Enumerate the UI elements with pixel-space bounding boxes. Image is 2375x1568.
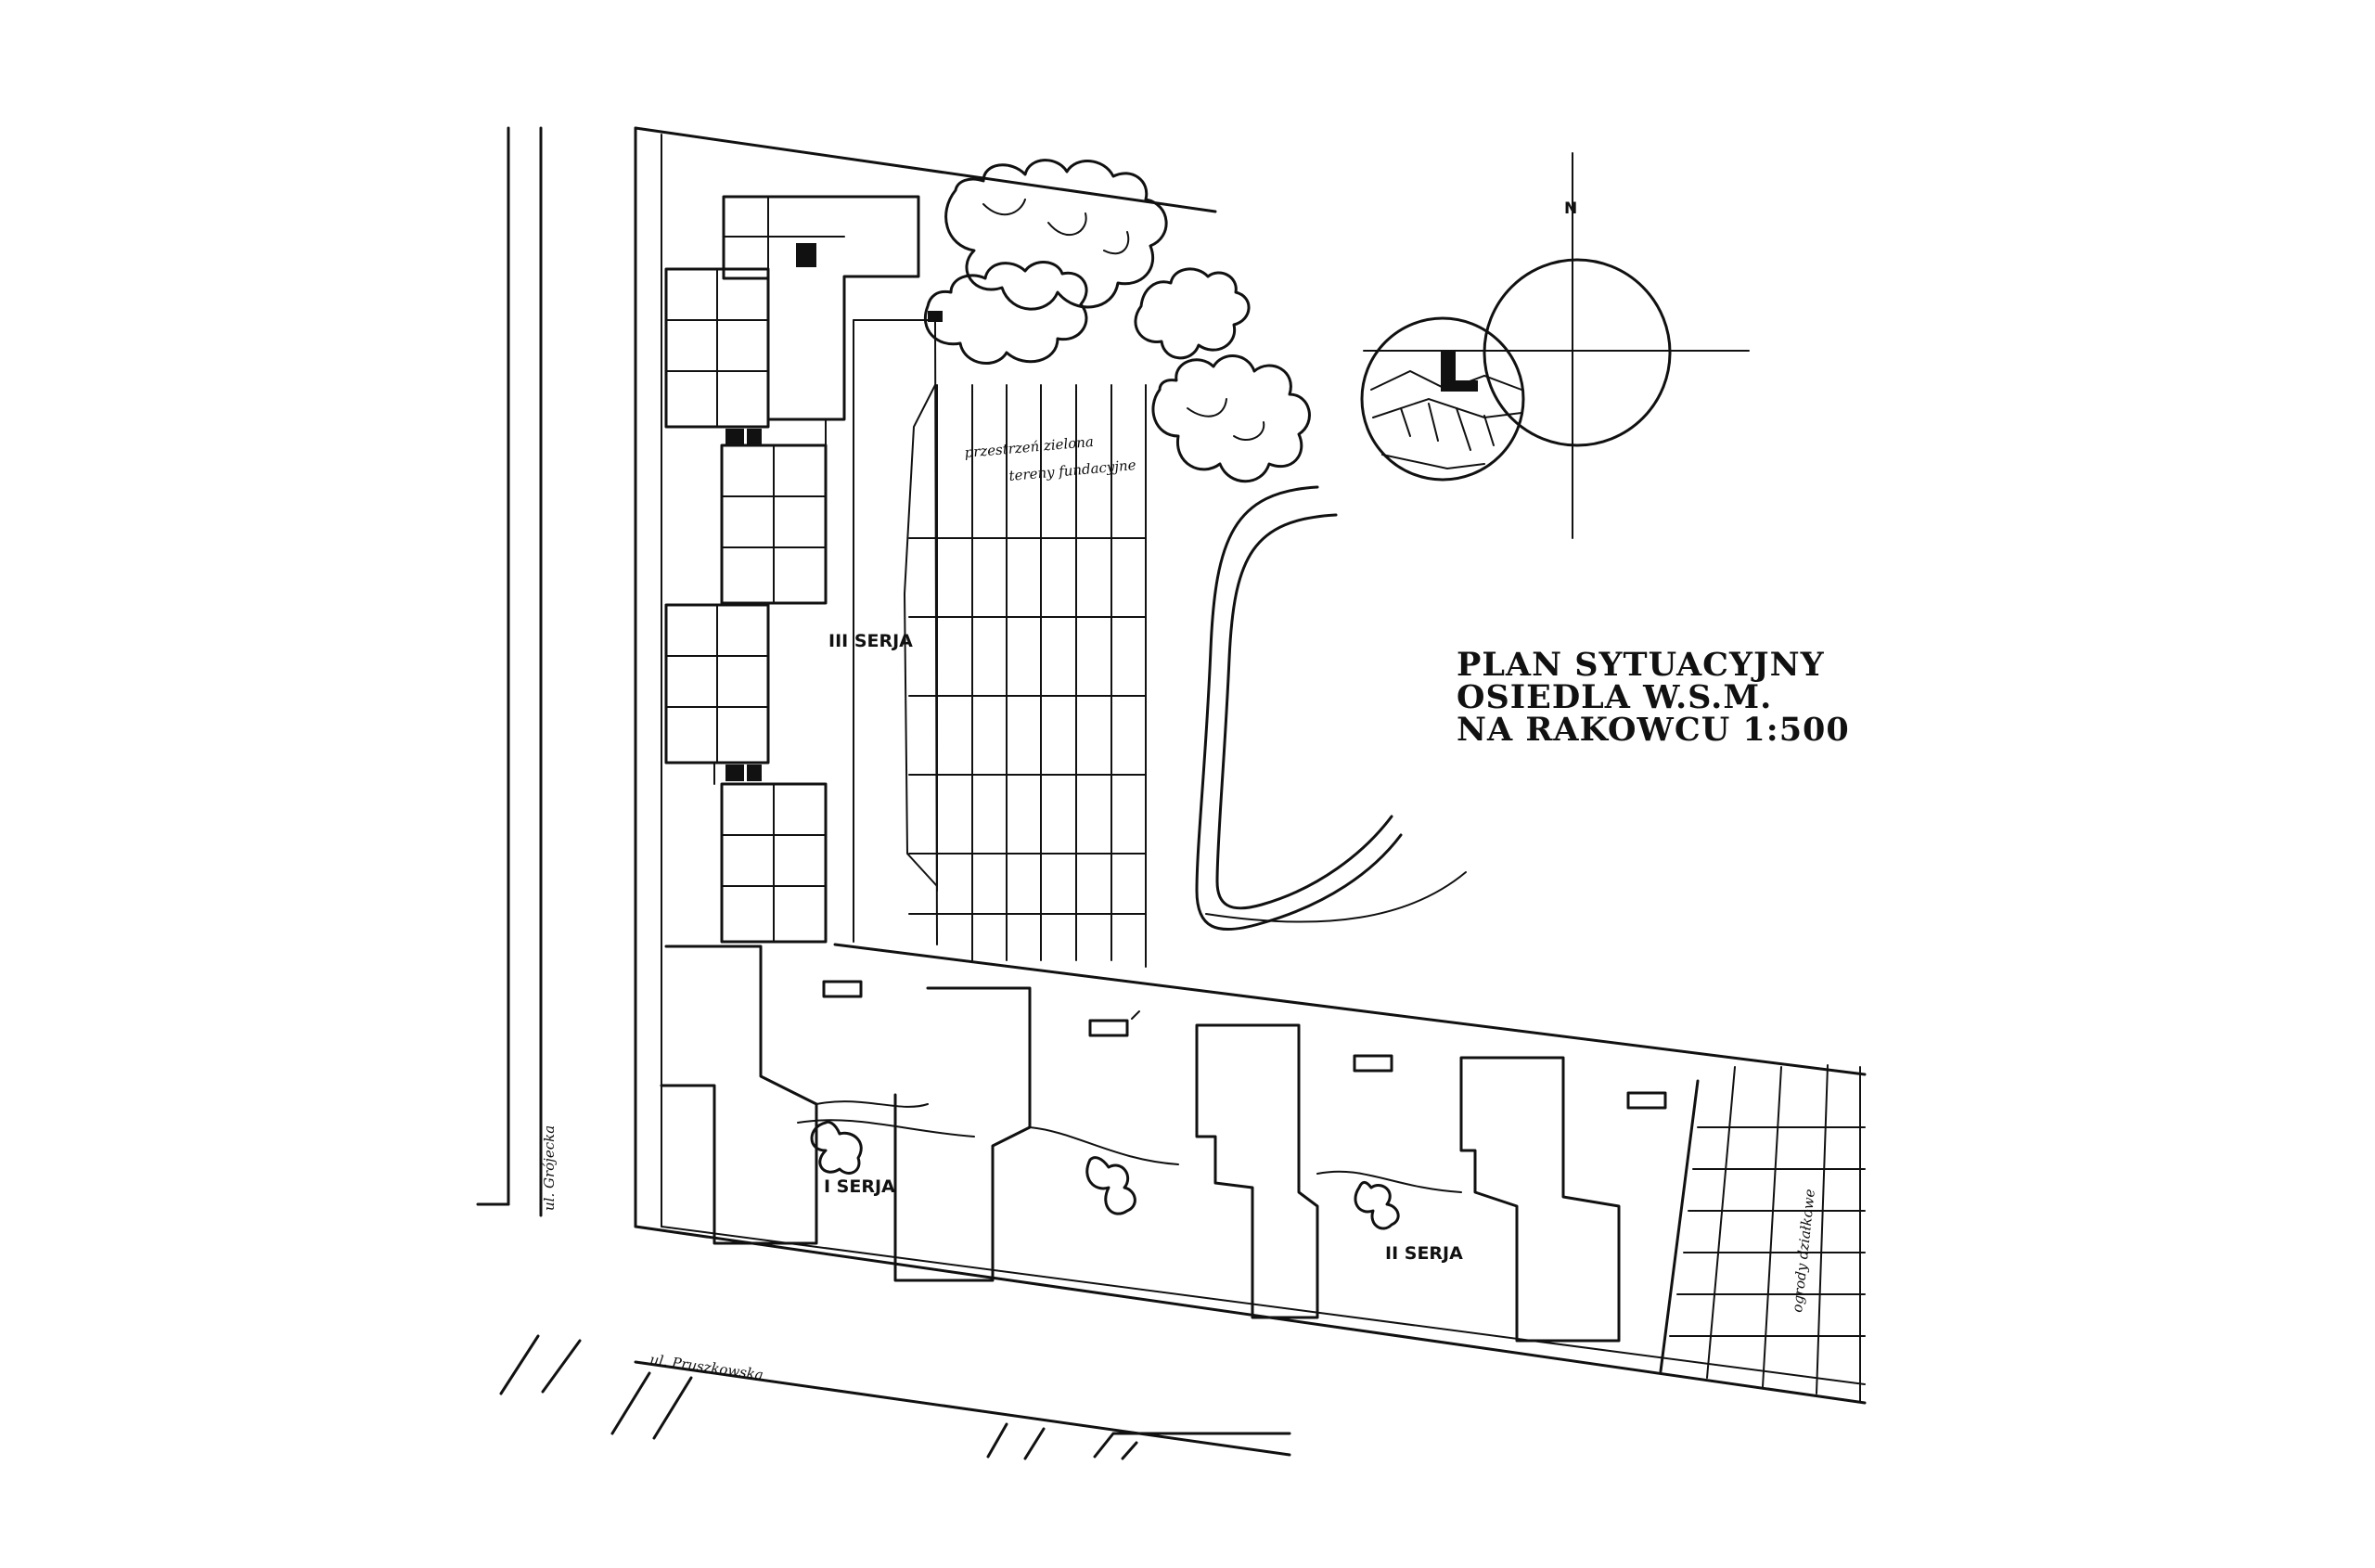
north-marker: N [1564, 199, 1577, 218]
green-area-grid [853, 311, 1147, 968]
stream [1195, 485, 1467, 932]
label-series-2: II SERJA [1385, 1243, 1463, 1264]
west-street [476, 126, 543, 1217]
label-green-area-line-1: przestrzeń zielona [964, 433, 1095, 461]
north-orientation-inset [1360, 152, 1750, 539]
label-street-west: ul. Grójecka [541, 1125, 558, 1211]
site-boundary [634, 126, 1867, 1405]
south-street [499, 1334, 1291, 1460]
building-series-3 [664, 195, 920, 944]
title-block: PLAN SYTUACYJNY OSIEDLA W.S.M. NA RAKOWC… [1457, 646, 1850, 749]
label-street-south: ul. Pruszkowska [648, 1351, 764, 1383]
park-trees [924, 159, 1311, 483]
building-series-2 [1029, 1010, 1667, 1343]
title-line-1: PLAN SYTUACYJNY [1457, 646, 1825, 684]
label-green-area-line-2: tereny fundacyjne [1008, 456, 1137, 484]
title-line-3: NA RAKOWCU 1:500 [1457, 711, 1850, 749]
title-line-2: OSIEDLA W.S.M. [1457, 678, 1772, 716]
label-series-1: I SERJA [824, 1176, 895, 1197]
label-series-3: III SERJA [828, 631, 913, 651]
allotment-gardens [1659, 1064, 1866, 1402]
building-series-1 [660, 945, 1032, 1282]
